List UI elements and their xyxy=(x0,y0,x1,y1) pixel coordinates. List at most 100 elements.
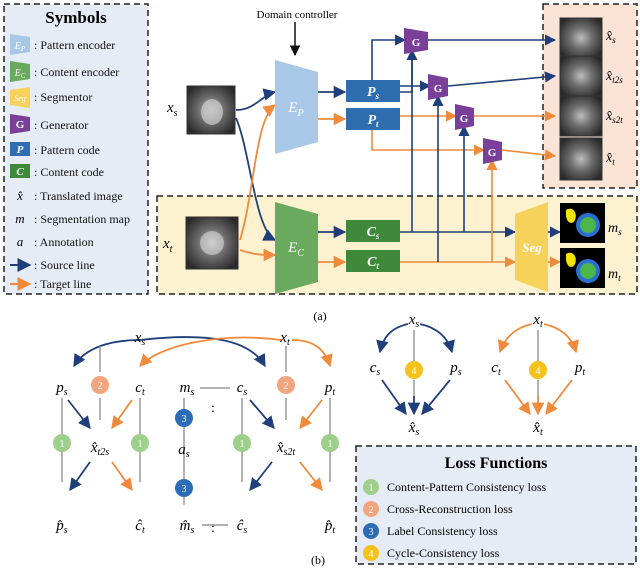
svg-text:G: G xyxy=(434,83,443,95)
svg-text:Seg: Seg xyxy=(522,240,542,255)
svg-text:4: 4 xyxy=(412,366,417,377)
svg-text:m: m xyxy=(15,211,24,226)
legend-item-text: : Segmentor xyxy=(34,90,92,104)
node-ct: ct xyxy=(135,380,145,398)
svg-text:G: G xyxy=(412,37,421,49)
output-xt2s-image xyxy=(559,55,603,97)
xt-input-label: xt xyxy=(162,236,173,255)
node-xt: xt xyxy=(279,330,290,348)
cycle-source-out: x̂s xyxy=(408,420,420,438)
loss-marker-1: 1 xyxy=(321,434,339,452)
svg-text:3: 3 xyxy=(369,527,374,538)
output-xs2t-image xyxy=(559,95,603,137)
output-xs2t-label: x̂s2t xyxy=(605,109,623,125)
legend-item-text: : Content encoder xyxy=(34,65,119,79)
legend-item-text: : Pattern encoder xyxy=(34,38,115,52)
pattern-code-source xyxy=(346,80,400,102)
svg-text:3: 3 xyxy=(182,484,187,495)
node-as: as xyxy=(178,442,190,460)
domain-controller-label: Domain controller xyxy=(257,9,338,21)
content-code-icon xyxy=(10,164,30,178)
loss-marker-3: 3 xyxy=(175,479,193,497)
pattern-code-icon xyxy=(10,142,30,156)
generator-1: G xyxy=(404,28,428,54)
pattern-code-target xyxy=(346,108,400,130)
svg-text:Ps: Ps xyxy=(367,85,380,101)
output-xt2s-label: x̂t2s xyxy=(605,69,623,85)
cycle-target-out: x̂t xyxy=(532,420,543,438)
seg-map-source xyxy=(560,203,605,243)
ms-label: ms xyxy=(608,221,622,237)
node-ms: ms xyxy=(180,380,195,398)
loss-functions-box: Loss Functions 1 Content-Pattern Consist… xyxy=(355,445,637,565)
loss-label: Cross-Reconstruction loss xyxy=(387,502,513,516)
segmentor-icon xyxy=(10,87,30,108)
top-connections xyxy=(235,22,562,269)
svg-text:Ct: Ct xyxy=(367,255,379,271)
loss-marker-1: 1 xyxy=(131,434,149,452)
generator-icon xyxy=(10,114,30,134)
legend-item-text: : Pattern code xyxy=(34,143,100,157)
legend-title: Symbols xyxy=(45,8,107,27)
loss-marker-1: 1 xyxy=(233,434,251,452)
xs-input-label: xs xyxy=(166,100,178,119)
svg-text:1: 1 xyxy=(60,439,65,450)
svg-text:G: G xyxy=(460,113,469,125)
svg-text:1: 1 xyxy=(369,483,374,494)
svg-text:Seg: Seg xyxy=(14,94,26,103)
legend-item-text: : Target line xyxy=(34,277,91,291)
legend-item-text: : Segmentation map xyxy=(34,212,130,226)
output-xt-label: x̂t xyxy=(605,151,615,167)
loss-marker-2-left: 2 xyxy=(91,376,109,394)
node-cs: cs xyxy=(237,380,248,398)
loss-label: Cycle-Consistency loss xyxy=(387,546,500,560)
loss-graph xyxy=(61,336,333,505)
node-xs2t: x̂s2t xyxy=(276,440,296,458)
svg-text:2: 2 xyxy=(98,381,103,392)
svg-text:x̂: x̂ xyxy=(16,188,23,203)
loss-functions-title: Loss Functions xyxy=(445,455,548,472)
svg-text:a: a xyxy=(17,234,24,249)
node-ct-hat: ĉt xyxy=(135,518,145,536)
output-xs-image xyxy=(559,17,603,59)
legend-item-text: : Content code xyxy=(34,165,104,179)
cycle-source: 4 xyxy=(376,323,455,416)
svg-text:4: 4 xyxy=(369,549,374,560)
svg-text:P: P xyxy=(17,144,24,156)
cycle-source-ps: ps xyxy=(449,360,462,378)
svg-text:1: 1 xyxy=(138,439,143,450)
content-encoder-icon xyxy=(10,61,30,82)
pattern-encoder-icon xyxy=(10,34,30,55)
svg-text:1: 1 xyxy=(328,439,333,450)
generator-3: G xyxy=(455,104,474,130)
generator-2: G xyxy=(428,74,448,100)
svg-text::: : xyxy=(211,521,215,536)
svg-text:G: G xyxy=(488,147,497,159)
svg-text:Cs: Cs xyxy=(367,225,380,241)
svg-text:1: 1 xyxy=(240,439,245,450)
node-pt-hat: p̂t xyxy=(324,518,336,536)
seg-map-target xyxy=(560,248,605,288)
loss-marker-3: 3 xyxy=(175,409,193,427)
node-ms-hat: m̂s xyxy=(180,518,195,536)
node-xs: xs xyxy=(134,330,146,348)
loss-label: Label Consistency loss xyxy=(387,524,498,538)
loss-label: Content-Pattern Consistency loss xyxy=(387,480,547,494)
svg-text:G: G xyxy=(16,119,25,131)
cycle-source-xs: xs xyxy=(408,312,420,330)
generator-4: G xyxy=(483,138,502,164)
svg-text::: : xyxy=(211,401,215,416)
cycle-target-xt: xt xyxy=(532,312,543,330)
svg-text:3: 3 xyxy=(182,414,187,425)
svg-text:4: 4 xyxy=(536,366,541,377)
loss-marker-1: 1 xyxy=(53,434,71,452)
content-encoder xyxy=(275,202,318,294)
svg-text:EP: EP xyxy=(287,100,303,119)
caption-a: (a) xyxy=(313,309,326,323)
node-xt2s: x̂t2s xyxy=(90,440,109,458)
svg-text:2: 2 xyxy=(284,381,289,392)
svg-text:Pt: Pt xyxy=(367,113,379,129)
output-xt-image xyxy=(559,137,603,181)
pattern-encoder xyxy=(275,60,318,154)
node-ps-hat: p̂s xyxy=(55,518,68,536)
